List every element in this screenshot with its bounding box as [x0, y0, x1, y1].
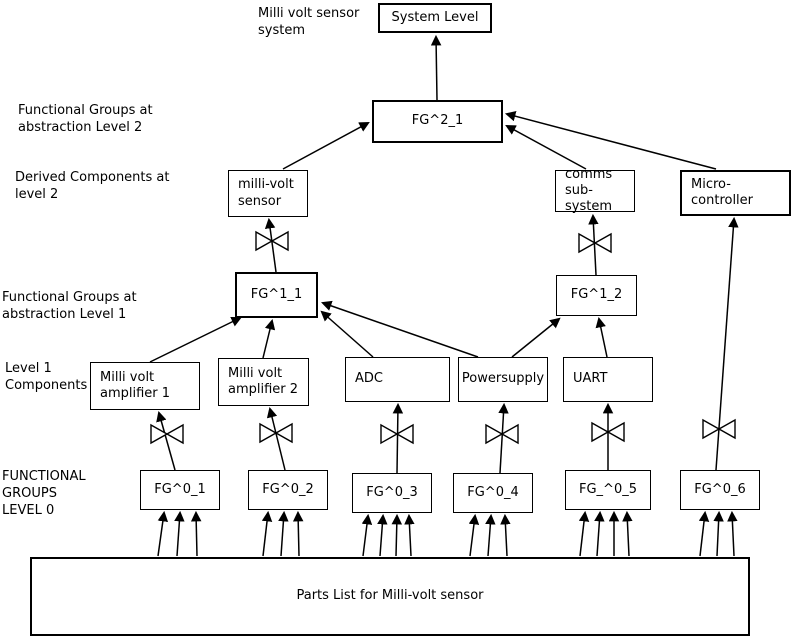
- connector-fg0-4-to-powersupply: [498, 402, 509, 474]
- connector-comms-to-fg2-1: [505, 124, 587, 170]
- node-uart: UART: [563, 357, 653, 402]
- connector-micro-to-fg2-1: [504, 111, 717, 170]
- connector-sensor-to-fg2-1: [282, 122, 370, 170]
- label-derived-components-level2: Derived Components at level 2: [15, 170, 170, 203]
- connector-parts-to-fg0-4-b: [485, 513, 496, 557]
- bowtie-icon-powersupply: [485, 423, 519, 445]
- node-fg0-6: FG^0_6: [680, 470, 760, 510]
- bowtie-junction-icons: [150, 230, 736, 445]
- bowtie-icon-adc: [380, 423, 414, 445]
- connector-fg0-3-to-adc: [392, 402, 404, 474]
- bowtie-icon-micro: [702, 418, 736, 440]
- node-fg0-2: FG^0_2: [248, 470, 328, 510]
- connector-powersupply-to-fg1-1: [321, 300, 479, 358]
- node-fg0-5: FG_^0_5: [565, 470, 651, 510]
- label-functional-groups-level0: FUNCTIONAL GROUPS LEVEL 0: [2, 469, 86, 519]
- node-amplifier-2: Milli volt amplifier 2: [218, 358, 309, 406]
- connector-parts-to-fg0-3-c: [391, 513, 403, 557]
- label-functional-groups-level1: Functional Groups at abstraction Level 1: [2, 290, 137, 323]
- connector-powersupply-to-fg1-2: [511, 317, 561, 358]
- connector-parts-to-fg0-2-a: [261, 510, 273, 557]
- connector-fg1-2-to-comms: [588, 213, 599, 276]
- bowtie-icon-uart: [591, 421, 625, 443]
- connector-parts-to-fg0-5-b: [594, 510, 605, 557]
- connector-uart-to-fg1-2: [595, 316, 608, 358]
- connector-fg1-1-to-sensor: [264, 217, 277, 273]
- connector-fg0-2-to-amp2: [266, 406, 286, 471]
- bowtie-icon-amp2: [259, 422, 293, 444]
- connector-parts-to-fg0-5-d: [622, 510, 633, 557]
- connector-parts-to-fg0-6-b: [713, 510, 724, 557]
- connector-parts-to-fg0-4-a: [468, 513, 480, 557]
- node-parts-list: Parts List for Milli-volt sensor: [30, 557, 750, 636]
- node-fg0-1: FG^0_1: [140, 470, 220, 510]
- connector-parts-to-fg0-2-b: [278, 510, 289, 557]
- connector-parts-to-fg0-5-a: [578, 510, 590, 557]
- node-comms-subsystem: comms sub-system: [555, 167, 635, 214]
- bowtie-icon-sensor: [255, 230, 289, 252]
- connector-amp2-to-fg1-1: [262, 318, 276, 359]
- connector-parts-to-fg0-3-b: [377, 513, 388, 557]
- connector-parts-to-fg0-3-d: [404, 513, 415, 557]
- node-fg1-1: FG^1_1: [235, 272, 318, 318]
- node-amplifier-1: Milli volt amplifier 1: [90, 362, 200, 410]
- node-fg2-1: FG^2_1: [372, 100, 503, 143]
- node-millivolt-sensor: milli-volt sensor: [228, 170, 308, 217]
- node-adc: ADC: [345, 357, 450, 402]
- bowtie-icon-comms: [578, 232, 612, 254]
- node-system-level: System Level: [378, 3, 492, 33]
- connector-parts-to-fg0-1-c: [190, 510, 202, 557]
- label-system-caption: Milli volt sensor system: [258, 6, 360, 39]
- connector-parts-to-fg0-6-c: [727, 510, 738, 557]
- connector-parts-to-fg0-1-b: [174, 510, 185, 557]
- connector-parts-to-fg0-1-a: [157, 510, 169, 557]
- connector-fg0-1-to-amp1: [156, 410, 176, 471]
- node-fg1-2: FG^1_2: [556, 275, 637, 316]
- label-functional-groups-level2: Functional Groups at abstraction Level 2: [18, 103, 153, 136]
- connector-parts-to-fg0-2-c: [292, 510, 304, 557]
- node-fg0-4: FG^0_4: [453, 473, 533, 513]
- connector-parts-to-fg0-4-c: [500, 513, 511, 557]
- connector-adc-to-fg1-1: [320, 310, 374, 358]
- node-fg0-3: FG^0_3: [352, 473, 432, 513]
- connector-parts-to-fg0-6-a: [698, 510, 710, 557]
- node-powersupply: Powersupply: [458, 357, 548, 402]
- connector-amp1-to-fg1-1: [149, 316, 242, 363]
- node-microcontroller: Micro- controller: [680, 170, 791, 216]
- connector-fg2-1-to-system-level: [430, 34, 442, 101]
- label-level1-components: Level 1 Components: [5, 361, 88, 394]
- connector-fg0-6-to-micro: [715, 216, 739, 471]
- bowtie-icon-amp1: [150, 423, 184, 445]
- connector-parts-to-fg0-3-a: [361, 513, 373, 557]
